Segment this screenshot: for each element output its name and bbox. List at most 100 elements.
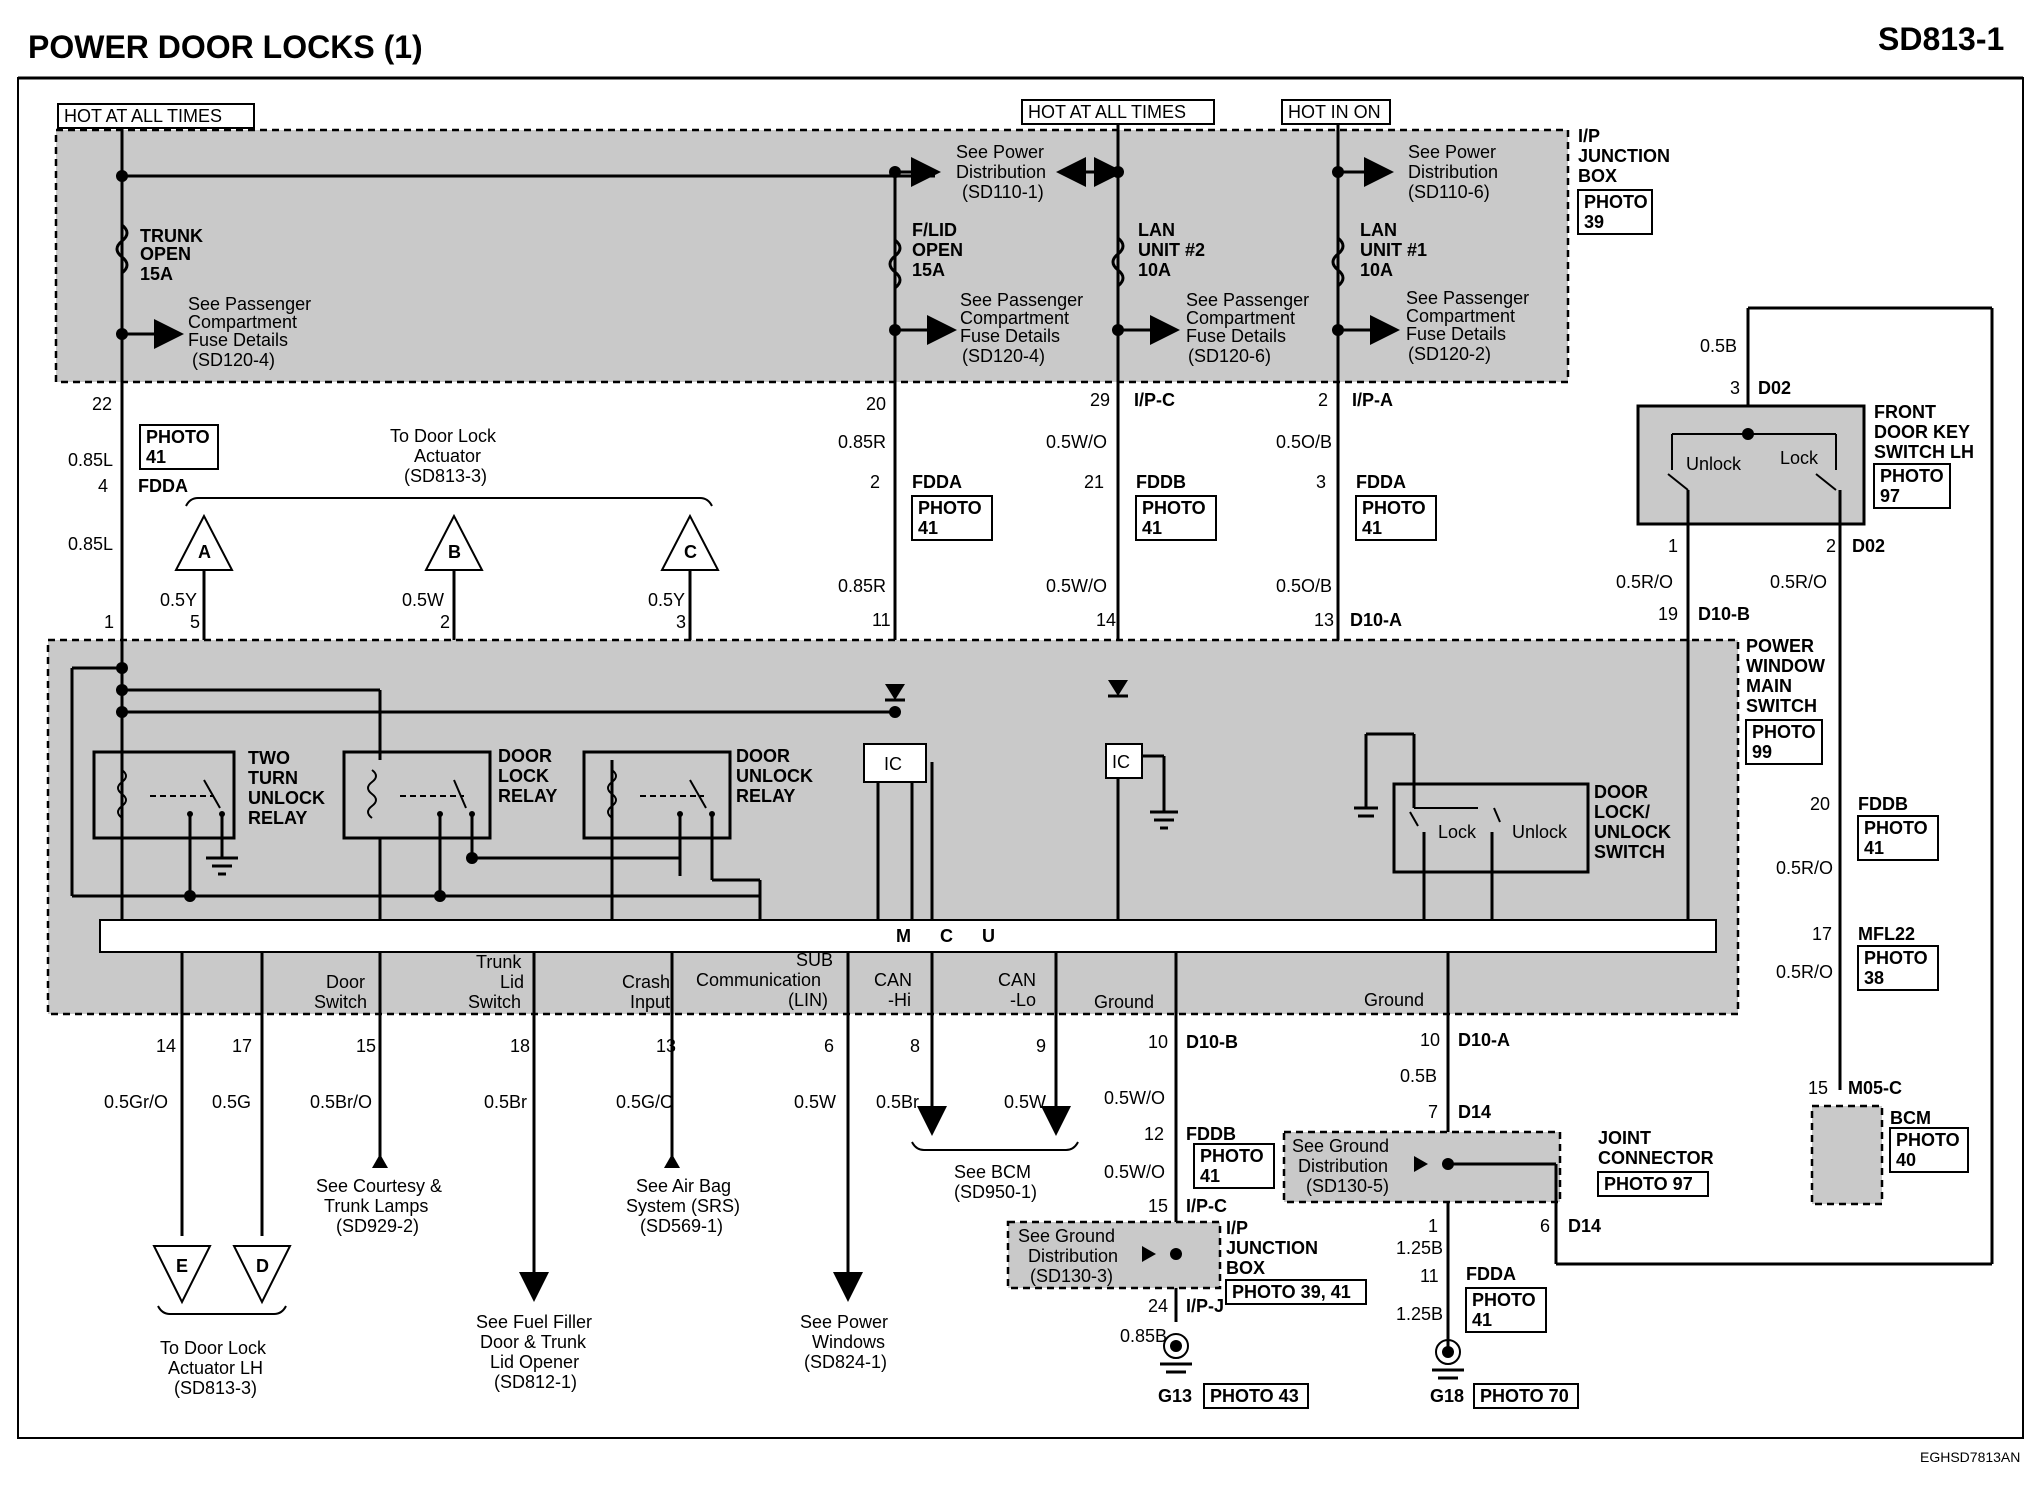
ic-block-1: IC	[863, 743, 934, 920]
svg-text:DOOR: DOOR	[736, 746, 790, 766]
front-door-key-switch-lh: 0.5B 3 D02 Unlock Lock FRONT DOOR KEY SW…	[1556, 306, 1994, 1266]
svg-text:22: 22	[92, 394, 112, 414]
svg-text:0.5W/O: 0.5W/O	[1104, 1162, 1165, 1182]
svg-text:D10-A: D10-A	[1458, 1030, 1510, 1050]
svg-text:C: C	[684, 542, 697, 562]
svg-text:F/LID: F/LID	[912, 220, 957, 240]
svg-text:DOOR KEY: DOOR KEY	[1874, 422, 1970, 442]
svg-text:CAN: CAN	[998, 970, 1036, 990]
svg-text:0.5G/O: 0.5G/O	[616, 1092, 674, 1112]
ref-b: B 0.5W 2	[402, 513, 484, 780]
svg-text:5: 5	[190, 612, 200, 632]
svg-text:(SD812-1): (SD812-1)	[494, 1372, 577, 1392]
svg-text:0.85L: 0.85L	[68, 534, 113, 554]
svg-text:PHOTO: PHOTO	[1472, 1290, 1536, 1310]
svg-text:Communication: Communication	[696, 970, 821, 990]
svg-text:Unlock: Unlock	[1686, 454, 1742, 474]
svg-text:2: 2	[440, 612, 450, 632]
svg-text:0.85B: 0.85B	[1120, 1326, 1167, 1346]
svg-text:17: 17	[232, 1036, 252, 1056]
ipjb-photo: PHOTO	[1584, 192, 1648, 212]
to-actuator-label: To Door Lock	[390, 426, 497, 446]
svg-text:Distribution: Distribution	[956, 162, 1046, 182]
svg-text:OPEN: OPEN	[140, 244, 191, 264]
svg-text:41: 41	[918, 518, 938, 538]
svg-text:Compartment: Compartment	[188, 312, 297, 332]
see-power-dist-2: See Power	[1408, 142, 1496, 162]
svg-text:C: C	[940, 926, 953, 946]
svg-text:(SD569-1): (SD569-1)	[640, 1216, 723, 1236]
svg-text:FDDB: FDDB	[1858, 794, 1908, 814]
svg-text:D10-A: D10-A	[1350, 610, 1402, 630]
svg-text:PHOTO: PHOTO	[1752, 722, 1816, 742]
svg-text:CONNECTOR: CONNECTOR	[1598, 1148, 1714, 1168]
svg-text:41: 41	[1362, 518, 1382, 538]
svg-text:0.5W/O: 0.5W/O	[1104, 1088, 1165, 1108]
svg-text:15A: 15A	[140, 264, 173, 284]
svg-text:Trunk: Trunk	[476, 952, 522, 972]
ic-block-2: IC	[1105, 743, 1178, 920]
svg-text:(SD813-3): (SD813-3)	[174, 1378, 257, 1398]
svg-text:15: 15	[356, 1036, 376, 1056]
svg-text:3: 3	[1316, 472, 1326, 492]
svg-text:Lid: Lid	[500, 972, 524, 992]
svg-text:Input: Input	[630, 992, 670, 1012]
ipjb-label: I/P	[1578, 126, 1600, 146]
svg-text:17: 17	[1812, 924, 1832, 944]
svg-text:(SD950-1): (SD950-1)	[954, 1182, 1037, 1202]
ref-a: A 0.5Y 5	[160, 513, 234, 740]
wire-column-2: 20 0.85R 2 FDDA PHOTO 41 0.85R 11	[838, 392, 993, 760]
hot-at-all-times-2: HOT AT ALL TIMES	[1028, 102, 1186, 122]
bottom-pin-14: 14 0.5Gr/O	[104, 952, 184, 1236]
svg-text:(SD120-2): (SD120-2)	[1408, 344, 1491, 364]
bottom-pin-9: 9 0.5W	[1004, 952, 1071, 1136]
svg-text:SUB: SUB	[796, 950, 833, 970]
pwms-label: POWER	[1746, 636, 1814, 656]
bottom-pin-8: 8 0.5Br	[876, 952, 947, 1136]
fuse-trunk-open: TRUNK OPEN 15A See Passenger Compartment…	[115, 176, 311, 392]
svg-text:Windows: Windows	[812, 1332, 885, 1352]
to-actuator-lh: To Door Lock	[160, 1338, 267, 1358]
svg-text:Door: Door	[326, 972, 365, 992]
svg-text:Door & Trunk: Door & Trunk	[480, 1332, 587, 1352]
diagram-code: SD813-1	[1878, 21, 2004, 57]
svg-text:PHOTO: PHOTO	[1880, 466, 1944, 486]
svg-text:Fuse Details: Fuse Details	[1406, 324, 1506, 344]
svg-text:UNLOCK: UNLOCK	[736, 766, 813, 786]
svg-text:See Ground: See Ground	[1018, 1226, 1115, 1246]
hot-in-on: HOT IN ON	[1288, 102, 1381, 122]
svg-text:PHOTO: PHOTO	[1142, 498, 1206, 518]
svg-text:0.85R: 0.85R	[838, 432, 886, 452]
svg-text:RELAY: RELAY	[248, 808, 307, 828]
svg-text:Lid Opener: Lid Opener	[490, 1352, 579, 1372]
svg-text:TWO: TWO	[248, 748, 290, 768]
svg-text:3: 3	[676, 612, 686, 632]
svg-text:3: 3	[1730, 378, 1740, 398]
svg-text:18: 18	[510, 1036, 530, 1056]
svg-text:0.5Y: 0.5Y	[648, 590, 685, 610]
svg-text:0.5B: 0.5B	[1400, 1066, 1437, 1086]
svg-text:FDDB: FDDB	[1136, 472, 1186, 492]
svg-text:(SD110-6): (SD110-6)	[1408, 182, 1490, 202]
svg-text:4: 4	[98, 476, 108, 496]
svg-text:I/P-C: I/P-C	[1134, 390, 1175, 410]
svg-text:41: 41	[146, 447, 166, 467]
svg-text:14: 14	[1096, 610, 1116, 630]
svg-text:PHOTO 70: PHOTO 70	[1480, 1386, 1569, 1406]
svg-text:M05-C: M05-C	[1848, 1078, 1902, 1098]
ref-d: D	[232, 1245, 292, 1305]
svg-text:(SD813-3): (SD813-3)	[404, 466, 487, 486]
bottom-pin-13: 13 0.5G/O See Air Bag System (SRS) (SD56…	[616, 952, 740, 1236]
svg-text:RELAY: RELAY	[736, 786, 795, 806]
svg-text:U: U	[982, 926, 995, 946]
svg-text:0.5Gr/O: 0.5Gr/O	[104, 1092, 168, 1112]
svg-text:Compartment: Compartment	[1406, 306, 1515, 326]
svg-text:9: 9	[1036, 1036, 1046, 1056]
svg-text:10A: 10A	[1138, 260, 1171, 280]
svg-text:7: 7	[1428, 1102, 1438, 1122]
svg-text:See Passenger: See Passenger	[960, 290, 1083, 310]
ground-right-circuit: 10 D10-A 0.5B 7 D14 See Ground Distribut…	[1282, 952, 1714, 1409]
svg-text:(SD824-1): (SD824-1)	[804, 1352, 887, 1372]
svg-text:0.5W: 0.5W	[794, 1092, 836, 1112]
